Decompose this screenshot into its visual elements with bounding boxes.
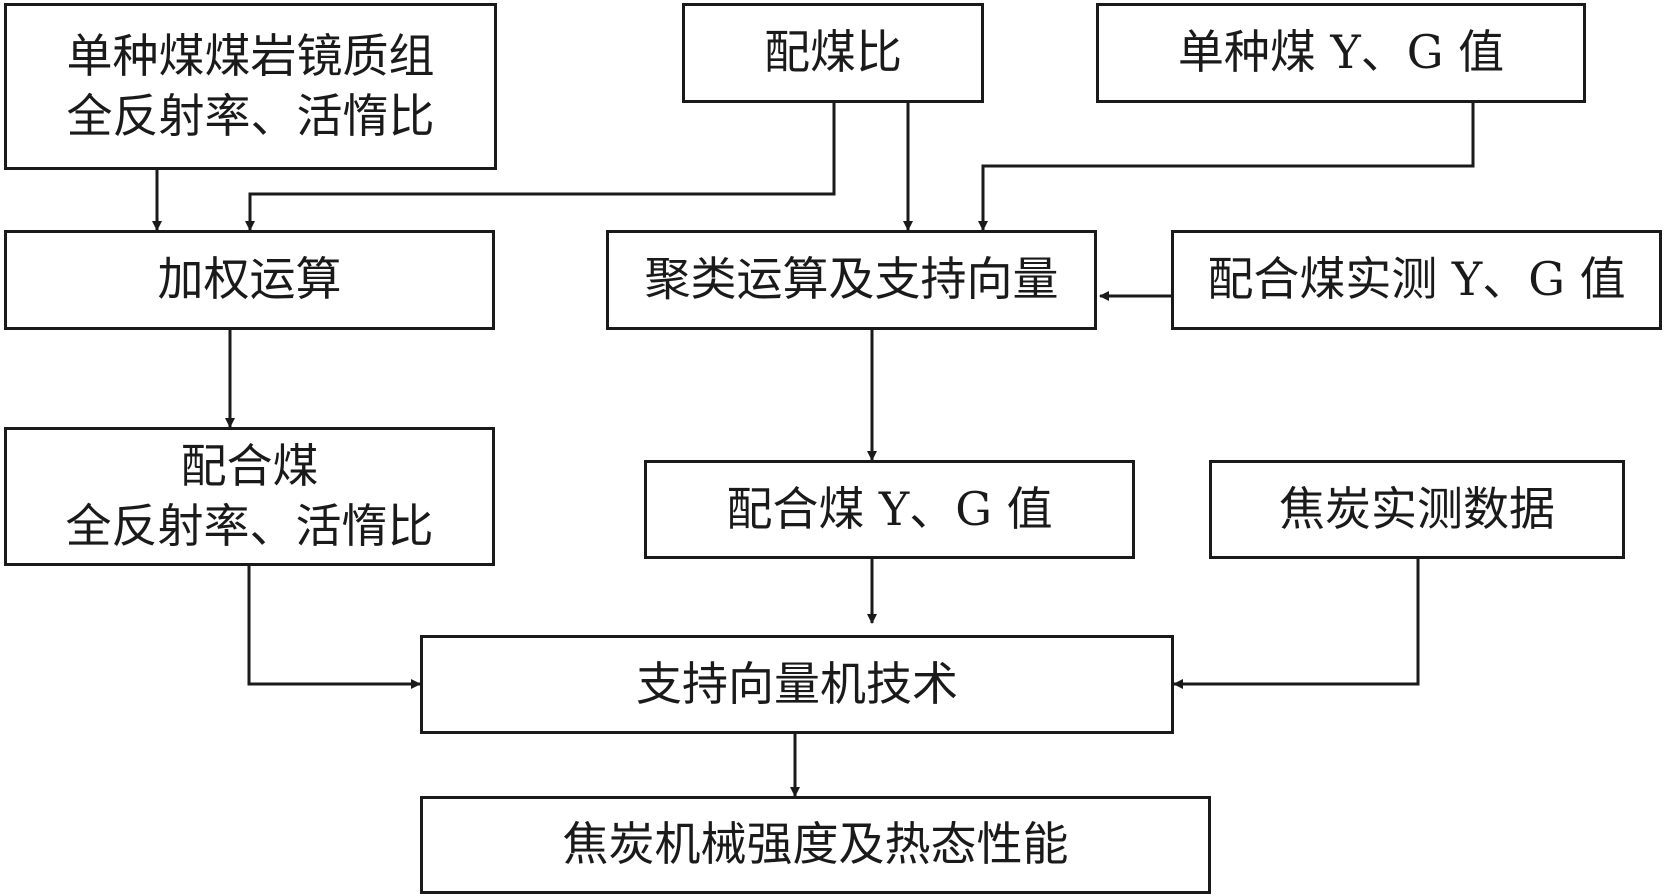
node-blend-coal-petrography: 配合煤 全反射率、活惰比	[4, 427, 495, 566]
node-label-line: 全反射率、活惰比	[66, 497, 434, 557]
node-label-line: 聚类运算及支持向量	[645, 250, 1059, 310]
node-label-line: 单种煤 Y、G 值	[1178, 23, 1504, 83]
node-weighted-calc: 加权运算	[4, 230, 495, 330]
node-label-line: 单种煤煤岩镜质组	[67, 27, 435, 87]
node-single-coal-yg: 单种煤 Y、G 值	[1096, 3, 1586, 103]
node-coke-measured-data: 焦炭实测数据	[1209, 460, 1625, 559]
node-label-line: 焦炭实测数据	[1279, 480, 1555, 540]
node-cluster-svm: 聚类运算及支持向量	[606, 230, 1097, 330]
node-blend-measured-yg: 配合煤实测 Y、G 值	[1171, 230, 1662, 330]
node-label-line: 配合煤实测 Y、G 值	[1207, 250, 1625, 310]
edge-blend-coal-petro-to-svm-tech	[249, 566, 420, 684]
node-label-line: 配合煤 Y、G 值	[726, 480, 1052, 540]
node-svm-technology: 支持向量机技术	[420, 635, 1174, 734]
node-single-coal-petrography: 单种煤煤岩镜质组 全反射率、活惰比	[4, 3, 497, 170]
node-label-line: 支持向量机技术	[636, 655, 958, 715]
node-blend-yg: 配合煤 Y、G 值	[644, 460, 1135, 559]
node-blend-ratio: 配煤比	[682, 3, 984, 103]
node-label-line: 配合煤	[181, 437, 319, 497]
edge-coke-measured-to-svm-tech	[1174, 559, 1418, 684]
node-coke-strength-performance: 焦炭机械强度及热态性能	[420, 796, 1211, 894]
node-label-line: 焦炭机械强度及热态性能	[563, 815, 1069, 875]
edge-single-coal-yg-to-cluster-svm	[983, 100, 1473, 230]
node-label-line: 加权运算	[158, 250, 342, 310]
node-label-line: 配煤比	[764, 23, 902, 83]
node-label-line: 全反射率、活惰比	[67, 87, 435, 147]
